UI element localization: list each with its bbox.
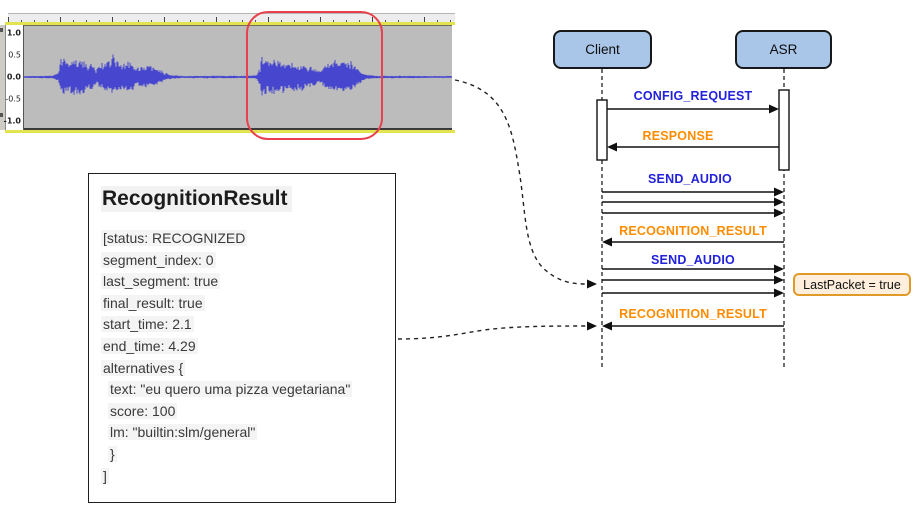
amplitude-scale: 1.0 0.5 0.0 -0.5 -1.0 bbox=[3, 25, 24, 130]
track-edge-strip bbox=[0, 25, 6, 130]
scale-tick: 0.0 bbox=[6, 72, 21, 82]
message-label-send-audio-2: SEND_AUDIO bbox=[648, 253, 738, 267]
scale-tick: -1.0 bbox=[3, 116, 22, 126]
last-packet-note: LastPacket = true bbox=[793, 273, 911, 296]
scale-tick: -0.5 bbox=[5, 94, 21, 104]
result-line: last_segment: true bbox=[101, 273, 221, 290]
result-line: lm: "builtin:slm/general" bbox=[108, 424, 258, 441]
result-line: final_result: true bbox=[101, 294, 205, 311]
result-line: score: 100 bbox=[108, 402, 178, 419]
result-line: segment_index: 0 bbox=[101, 251, 216, 268]
result-line: } bbox=[108, 445, 117, 462]
audio-segment-highlight bbox=[246, 11, 383, 140]
recognition-result-box: RecognitionResult [status: RECOGNIZED se… bbox=[88, 173, 396, 503]
scale-tick: 1.0 bbox=[6, 28, 21, 38]
edge-notch bbox=[0, 113, 3, 117]
result-line: end_time: 4.29 bbox=[101, 337, 198, 354]
message-label-response: RESPONSE bbox=[639, 129, 717, 143]
recognition-result-title: RecognitionResult bbox=[101, 186, 292, 212]
message-label-recognition-result-1: RECOGNITION_RESULT bbox=[616, 224, 770, 238]
track-focus-border-top bbox=[5, 22, 455, 25]
result-line: start_time: 2.1 bbox=[101, 316, 194, 333]
scale-tick: 0.5 bbox=[8, 50, 21, 60]
track-focus-border-bottom bbox=[5, 130, 455, 133]
result-line: ] bbox=[101, 467, 109, 484]
result-line: alternatives { bbox=[101, 359, 186, 376]
edge-notch bbox=[0, 28, 3, 32]
actor-client: Client bbox=[553, 30, 652, 69]
message-label-send-audio-1: SEND_AUDIO bbox=[645, 172, 735, 186]
waveform-track bbox=[24, 25, 452, 130]
result-line: text: "eu quero uma pizza vegetariana" bbox=[108, 381, 353, 398]
actor-asr: ASR bbox=[735, 30, 832, 69]
message-label-recognition-result-2: RECOGNITION_RESULT bbox=[616, 307, 770, 321]
message-label-config-request: CONFIG_REQUEST bbox=[630, 89, 756, 103]
result-line: [status: RECOGNIZED bbox=[101, 230, 248, 246]
